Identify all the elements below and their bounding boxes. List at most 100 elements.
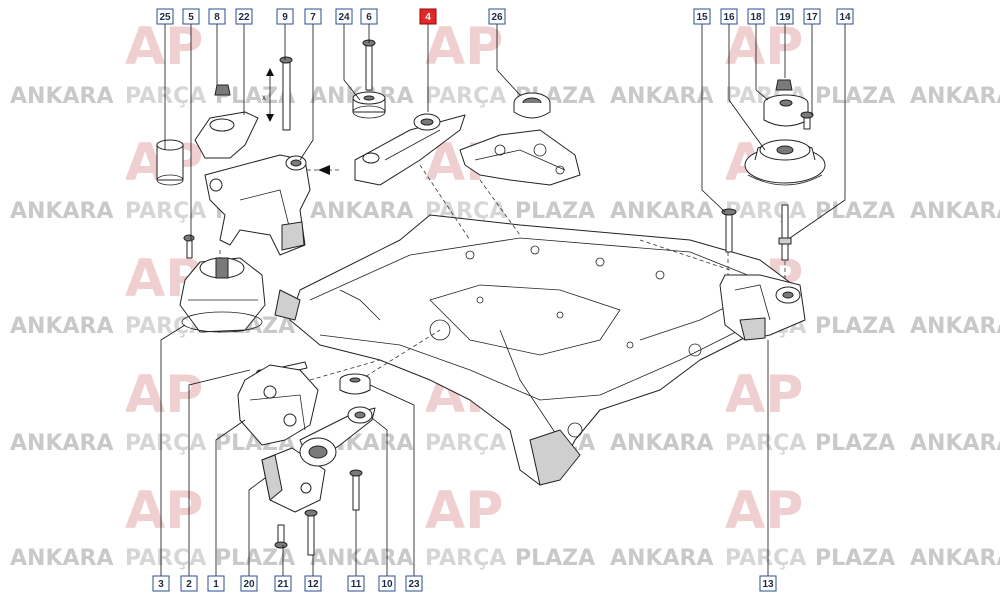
callout-14[interactable]: 14 <box>836 8 854 25</box>
watermark-word: ANKARA <box>10 199 113 224</box>
stud <box>778 204 792 261</box>
watermark-word: PARÇA <box>425 546 506 571</box>
callout-9[interactable]: 9 <box>276 8 294 25</box>
rubber-bushing <box>513 92 551 119</box>
watermark-word: PLAZA <box>815 314 895 339</box>
callout-20[interactable]: 20 <box>240 575 258 592</box>
callout-16[interactable]: 16 <box>720 8 738 25</box>
callout-26[interactable]: 26 <box>488 8 506 25</box>
watermark-row-5: ANKARA PARÇA PLAZA ANKARA PARÇA PLAZA AN… <box>10 546 1000 571</box>
lower-torque-rod <box>299 406 376 467</box>
watermark-word: ANKARA <box>10 84 113 109</box>
callout-7[interactable]: 7 <box>304 8 322 25</box>
callout-8[interactable]: 8 <box>208 8 226 25</box>
watermark-word: PLAZA <box>215 546 295 571</box>
damper-block <box>194 111 259 159</box>
callout-1[interactable]: 1 <box>207 575 225 592</box>
watermark-word: ANKARA <box>910 431 1000 456</box>
callout-5[interactable]: 5 <box>182 8 200 25</box>
svg-text:4: 4 <box>425 12 431 23</box>
callouts-top: 25 5 8 22 9 7 24 6 4 26 15 16 18 19 17 1… <box>156 8 854 25</box>
svg-text:5: 5 <box>188 12 194 23</box>
dimension-marker: x <box>262 68 274 122</box>
svg-text:10: 10 <box>381 579 393 590</box>
rubber-washer <box>339 373 371 395</box>
callout-11[interactable]: 11 <box>347 575 365 592</box>
watermark-word: ANKARA <box>610 84 713 109</box>
watermark-word: PARÇA <box>425 84 506 109</box>
callout-25[interactable]: 25 <box>156 8 174 25</box>
watermark-word: PARÇA <box>125 431 206 456</box>
engine-mount-left <box>179 234 266 333</box>
svg-text:19: 19 <box>779 12 791 23</box>
callout-19[interactable]: 19 <box>776 8 794 25</box>
callout-15[interactable]: 15 <box>693 8 711 25</box>
callout-21[interactable]: 21 <box>274 575 292 592</box>
watermark-logo: AP <box>725 481 803 541</box>
watermark-row-4: ANKARA PARÇA PLAZA ANKARA PARÇA PLAZA AN… <box>10 431 1000 456</box>
watermark-word: ANKARA <box>310 199 413 224</box>
mount-bracket <box>719 274 806 341</box>
svg-text:14: 14 <box>839 12 851 23</box>
watermark-word: PLAZA <box>815 546 895 571</box>
screw <box>800 111 814 130</box>
long-bolt <box>279 56 293 131</box>
watermark-word: ANKARA <box>910 546 1000 571</box>
callouts-bottom: 3 2 1 20 21 12 11 10 23 13 <box>152 575 777 592</box>
callout-12[interactable]: 12 <box>304 575 322 592</box>
callout-23[interactable]: 23 <box>405 575 423 592</box>
watermark-logo: AP <box>425 481 503 541</box>
watermark-word: PARÇA <box>725 431 806 456</box>
svg-text:3: 3 <box>158 579 164 590</box>
bolt <box>721 208 737 253</box>
watermark-word: PLAZA <box>815 431 895 456</box>
rubber-washer <box>763 94 809 127</box>
callout-2[interactable]: 2 <box>180 575 198 592</box>
watermark-logo: AP <box>725 365 803 425</box>
watermark-word: PARÇA <box>125 546 206 571</box>
svg-text:17: 17 <box>806 12 818 23</box>
watermark-word: PARÇA <box>725 199 806 224</box>
callout-6[interactable]: 6 <box>360 8 378 25</box>
arrow-icon <box>318 165 330 175</box>
callout-13[interactable]: 13 <box>759 575 777 592</box>
svg-text:15: 15 <box>696 12 708 23</box>
watermark-logo: AP <box>125 365 203 425</box>
svg-text:16: 16 <box>723 12 735 23</box>
callout-22[interactable]: 22 <box>235 8 253 25</box>
watermark-word: ANKARA <box>10 546 113 571</box>
svg-text:26: 26 <box>491 12 503 23</box>
callout-10[interactable]: 10 <box>378 575 396 592</box>
rubber-bushing <box>156 139 184 186</box>
callout-4-highlighted[interactable]: 4 <box>419 8 437 25</box>
top-mount <box>744 139 826 186</box>
engine-mount-lower <box>237 361 376 556</box>
callout-17[interactable]: 17 <box>803 8 821 25</box>
lower-bracket <box>237 364 319 446</box>
watermark-word: ANKARA <box>310 546 413 571</box>
watermark-word: PLAZA <box>815 84 895 109</box>
watermark-word: ANKARA <box>10 431 113 456</box>
watermark-word: ANKARA <box>910 84 1000 109</box>
subframe-mount-hole <box>567 422 583 438</box>
bolt <box>304 509 318 556</box>
watermark-word: PLAZA <box>815 199 895 224</box>
engine-mount-right <box>719 79 826 341</box>
watermark-word: ANKARA <box>610 431 713 456</box>
subframe-mount-hole <box>429 319 451 341</box>
svg-text:21: 21 <box>277 579 289 590</box>
dimension-label: x <box>262 93 266 102</box>
callout-3[interactable]: 3 <box>152 575 170 592</box>
callout-24[interactable]: 24 <box>335 8 353 25</box>
gearbox-support <box>459 92 581 186</box>
subframe <box>274 214 801 486</box>
engine-mount-upper-left: x <box>156 56 330 256</box>
rubber-washer <box>352 91 386 119</box>
svg-text:7: 7 <box>310 12 316 23</box>
svg-text:8: 8 <box>214 12 220 23</box>
bolt <box>362 39 376 91</box>
callout-18[interactable]: 18 <box>747 8 765 25</box>
subframe-mount-hole <box>688 343 702 357</box>
